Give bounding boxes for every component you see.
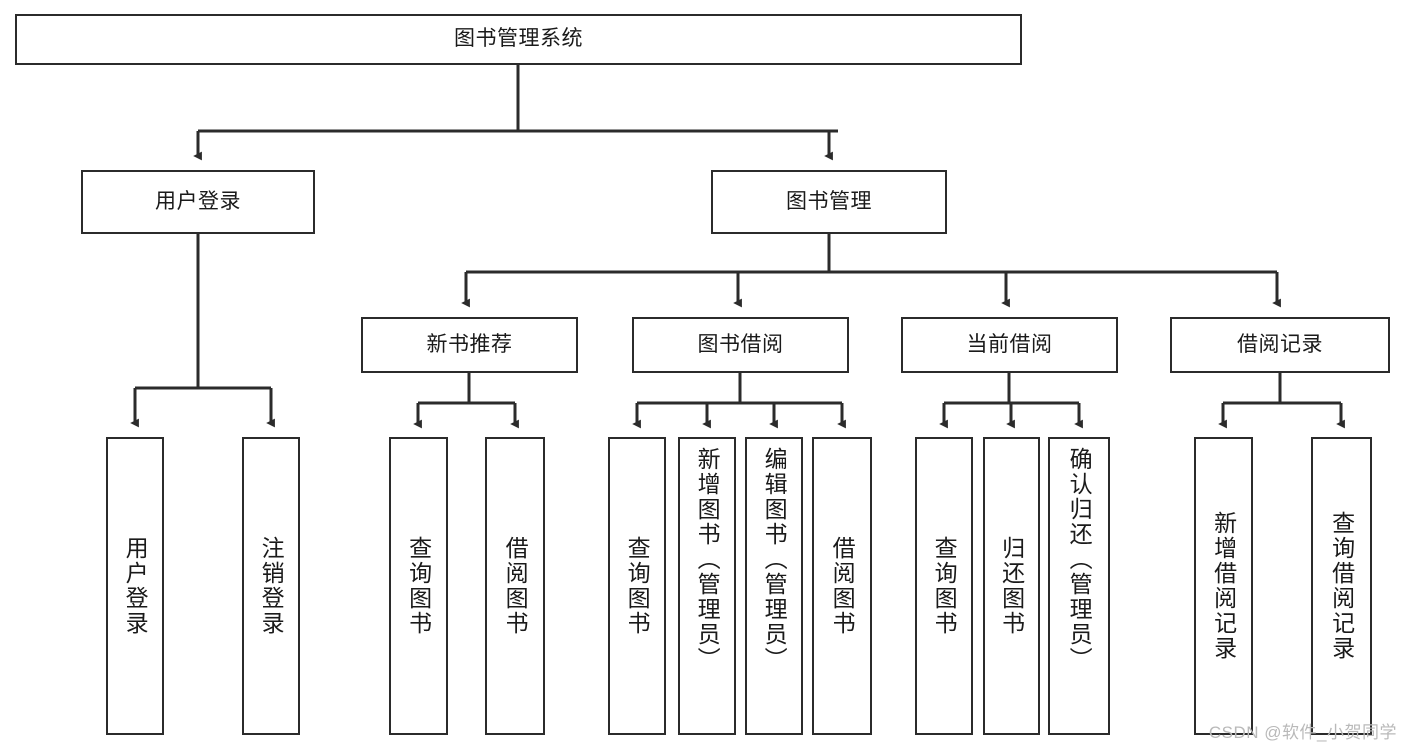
leaf-borrow-book-newbook[interactable]: 借阅图书	[485, 437, 545, 735]
leaf-return-book[interactable]: 归还图书	[983, 437, 1040, 735]
node-user-login[interactable]: 用户登录	[81, 170, 315, 234]
leaf-query-book-newbook[interactable]: 查询图书	[389, 437, 448, 735]
leaf-borrow-book-newbook-label: 借阅图书	[502, 536, 529, 636]
node-borrow-records-label: 借阅记录	[1237, 332, 1323, 356]
leaf-query-borrow-record[interactable]: 查询借阅记录	[1311, 437, 1372, 735]
leaf-query-book-newbook-label: 查询图书	[405, 536, 432, 636]
leaf-confirm-return-admin[interactable]: 确认归还（管理员）	[1048, 437, 1110, 735]
node-root[interactable]: 图书管理系统	[15, 14, 1022, 65]
node-new-book-recommend-label: 新书推荐	[426, 332, 513, 356]
leaf-add-borrow-record-label: 新增借阅记录	[1210, 511, 1237, 661]
leaf-query-borrow-record-label: 查询借阅记录	[1328, 511, 1355, 661]
leaf-borrow-book-borrow-label: 借阅图书	[829, 536, 856, 636]
leaf-query-book-borrow[interactable]: 查询图书	[608, 437, 666, 735]
watermark-text: CSDN @软件_小贺同学	[1208, 723, 1397, 742]
node-book-management-label: 图书管理	[786, 189, 872, 213]
node-user-login-label: 用户登录	[155, 189, 241, 213]
leaf-query-book-current-label: 查询图书	[931, 536, 958, 636]
node-root-label: 图书管理系统	[454, 27, 583, 51]
leaf-add-book-admin-label: 新增图书（管理员）	[694, 447, 721, 672]
node-book-borrow-label: 图书借阅	[697, 332, 784, 356]
leaf-confirm-return-admin-label: 确认归还（管理员）	[1066, 447, 1093, 672]
leaf-logout-label: 注销登录	[258, 536, 285, 636]
leaf-logout[interactable]: 注销登录	[242, 437, 300, 735]
leaf-add-borrow-record[interactable]: 新增借阅记录	[1194, 437, 1253, 735]
leaf-query-book-borrow-label: 查询图书	[624, 536, 651, 636]
leaf-query-book-current[interactable]: 查询图书	[915, 437, 973, 735]
leaf-edit-book-admin-label: 编辑图书（管理员）	[761, 447, 788, 672]
node-current-borrow-label: 当前借阅	[966, 332, 1053, 356]
node-borrow-records[interactable]: 借阅记录	[1170, 317, 1390, 373]
node-new-book-recommend[interactable]: 新书推荐	[361, 317, 578, 373]
leaf-user-login-label: 用户登录	[122, 536, 149, 636]
leaf-borrow-book-borrow[interactable]: 借阅图书	[812, 437, 872, 735]
node-book-management[interactable]: 图书管理	[711, 170, 947, 234]
node-current-borrow[interactable]: 当前借阅	[901, 317, 1118, 373]
leaf-add-book-admin[interactable]: 新增图书（管理员）	[678, 437, 736, 735]
leaf-user-login[interactable]: 用户登录	[106, 437, 164, 735]
leaf-edit-book-admin[interactable]: 编辑图书（管理员）	[745, 437, 803, 735]
leaf-return-book-label: 归还图书	[998, 536, 1025, 636]
node-book-borrow[interactable]: 图书借阅	[632, 317, 849, 373]
